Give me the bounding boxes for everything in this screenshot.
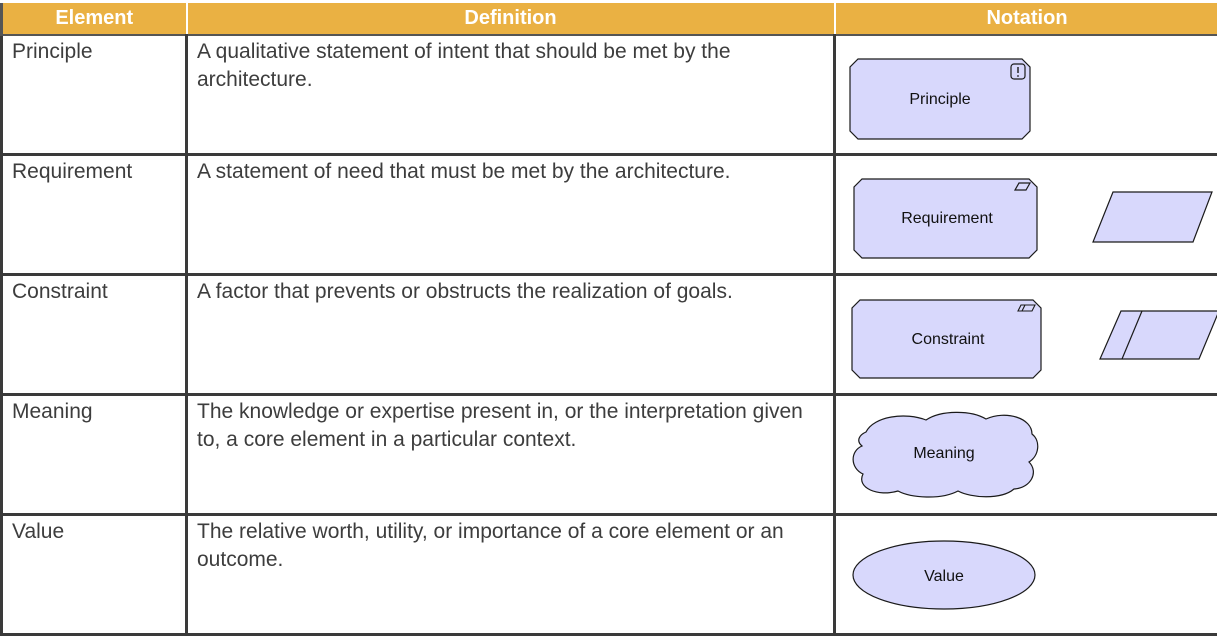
table-row: Constraint A factor that prevents or obs… [0,274,1217,396]
element-name: Constraint [0,274,187,396]
notation-cell: Constraint [833,274,1217,396]
constraint-split-parallelogram [1099,310,1217,360]
exclamation-icon [1010,63,1026,80]
split-parallelogram-icon [1017,304,1036,312]
principle-notation-shape: Principle [849,58,1031,140]
notation-cell: Value [833,514,1217,636]
constraint-shape-label: Constraint [912,331,985,348]
element-definition: A statement of need that must be met by … [185,154,835,276]
notation-cell: Meaning [833,394,1217,516]
table-row: Principle A qualitative statement of int… [0,35,1217,156]
constraint-box [851,299,1042,379]
element-definition: The knowledge or expertise present in, o… [185,394,835,516]
element-name: Meaning [0,394,187,516]
element-name: Value [0,514,187,636]
notation-cell: Requirement [833,154,1217,276]
table-row: Requirement A statement of need that mus… [0,154,1217,276]
element-definition: The relative worth, utility, or importan… [185,514,835,636]
element-definition: A factor that prevents or obstructs the … [185,274,835,396]
element-definition: A qualitative statement of intent that s… [185,35,835,156]
parallelogram-icon [1013,182,1032,191]
notation-cell: Principle [833,35,1217,156]
header-element: Element [0,3,187,36]
value-notation-shape: Value [852,540,1036,610]
value-shape-label: Value [924,568,964,585]
requirement-parallelogram [1092,191,1213,243]
element-name: Principle [0,35,187,156]
meaning-cloud [852,411,1039,498]
meaning-notation-shape: Meaning [852,411,1039,498]
requirement-notation-shape: Requirement [853,178,1213,259]
table-row: Meaning The knowledge or expertise prese… [0,394,1217,516]
element-definition-table: Element Definition Notation Principle A … [0,3,1217,636]
requirement-shape-label: Requirement [901,210,993,227]
element-name: Requirement [0,154,187,276]
requirement-box [853,178,1038,259]
meaning-shape-label: Meaning [913,445,974,462]
constraint-notation-shape: Constraint [851,299,1217,379]
table-header-row: Element Definition Notation [0,3,1217,36]
table-row: Value The relative worth, utility, or im… [0,514,1217,636]
value-ellipse [852,540,1036,610]
principle-shape-label: Principle [909,91,970,108]
header-notation: Notation [833,3,1217,36]
header-definition: Definition [185,3,835,36]
principle-box [849,58,1031,140]
